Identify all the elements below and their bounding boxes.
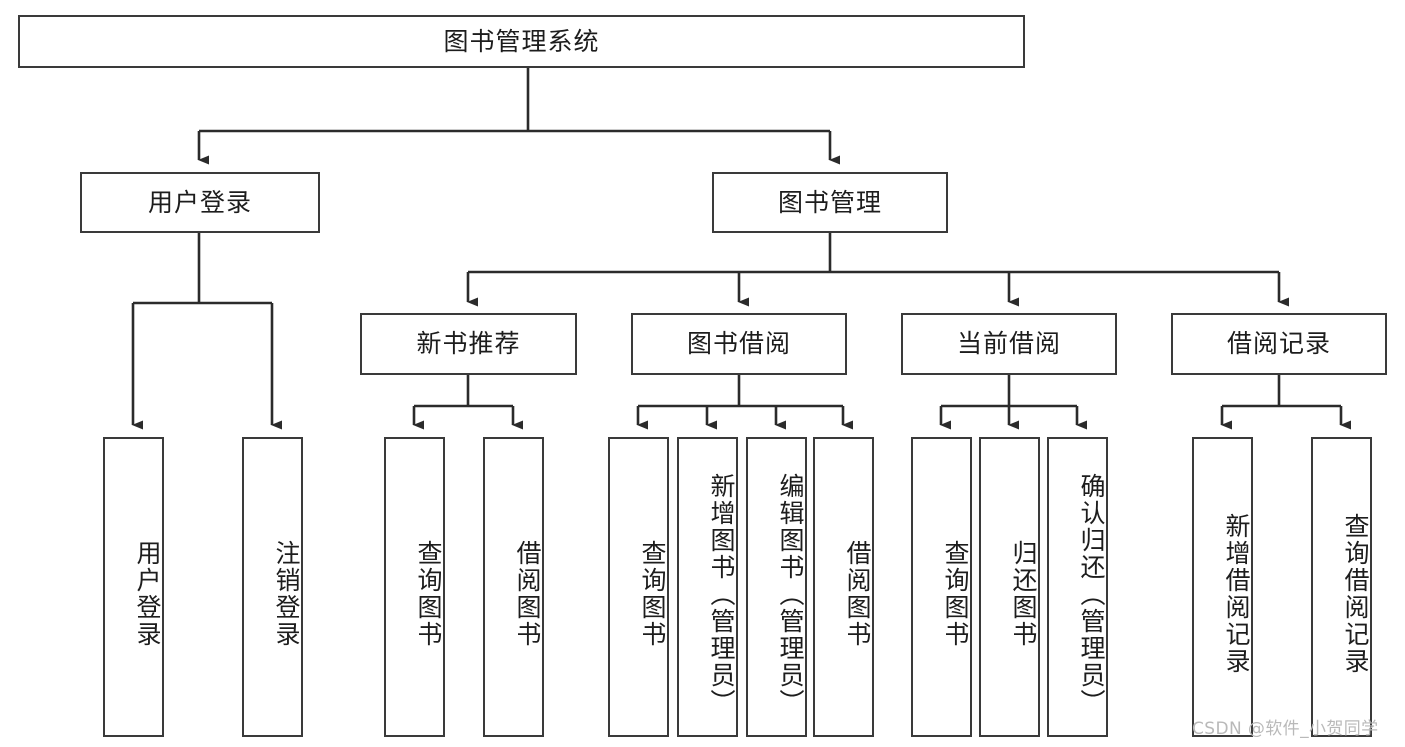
leaf-user-login[interactable]: 用户登录 bbox=[103, 437, 164, 737]
node-label: 用户登录 bbox=[147, 187, 252, 217]
node-label: 借阅图书 bbox=[513, 540, 542, 648]
leaf-return-book[interactable]: 归还图书 bbox=[979, 437, 1040, 737]
node-label: 查询借阅记录 bbox=[1341, 513, 1370, 675]
leaf-add-book-admin[interactable]: 新增图书（管理员） bbox=[677, 437, 738, 737]
node-label: 查询图书 bbox=[414, 540, 443, 648]
leaf-query-book-recommend[interactable]: 查询图书 bbox=[384, 437, 445, 737]
node-label: 查询图书 bbox=[941, 540, 970, 648]
node-book-management[interactable]: 图书管理 bbox=[712, 172, 948, 233]
node-new-book-recommend[interactable]: 新书推荐 bbox=[360, 313, 577, 375]
node-label: 确认归还（管理员） bbox=[1077, 472, 1106, 716]
node-label: 图书管理 bbox=[777, 187, 882, 217]
csdn-watermark: CSDN @软件_小贺同学 bbox=[1192, 719, 1379, 739]
node-label: 编辑图书（管理员） bbox=[776, 472, 805, 716]
node-label: 新增图书（管理员） bbox=[707, 472, 736, 716]
leaf-edit-book-admin[interactable]: 编辑图书（管理员） bbox=[746, 437, 807, 737]
node-label: 新增借阅记录 bbox=[1222, 513, 1251, 675]
leaf-query-borrow-record[interactable]: 查询借阅记录 bbox=[1311, 437, 1372, 737]
node-label: 注销登录 bbox=[272, 540, 301, 648]
node-label: 图书管理系统 bbox=[443, 26, 600, 56]
node-label: 当前借阅 bbox=[956, 329, 1061, 359]
leaf-borrow-book-recommend[interactable]: 借阅图书 bbox=[483, 437, 544, 737]
node-book-borrow[interactable]: 图书借阅 bbox=[631, 313, 847, 375]
node-label: 查询图书 bbox=[638, 540, 667, 648]
node-label: 借阅图书 bbox=[843, 540, 872, 648]
node-borrow-record[interactable]: 借阅记录 bbox=[1171, 313, 1387, 375]
leaf-query-book-borrow[interactable]: 查询图书 bbox=[608, 437, 669, 737]
node-label: 借阅记录 bbox=[1226, 329, 1331, 359]
node-current-borrow[interactable]: 当前借阅 bbox=[901, 313, 1117, 375]
node-label: 用户登录 bbox=[133, 540, 162, 648]
node-label: 图书借阅 bbox=[686, 329, 791, 359]
leaf-query-book-current[interactable]: 查询图书 bbox=[911, 437, 972, 737]
leaf-user-logout[interactable]: 注销登录 bbox=[242, 437, 303, 737]
node-root-book-management-system[interactable]: 图书管理系统 bbox=[18, 15, 1025, 68]
leaf-borrow-book-borrow[interactable]: 借阅图书 bbox=[813, 437, 874, 737]
node-label: 归还图书 bbox=[1009, 540, 1038, 648]
node-label: 新书推荐 bbox=[416, 329, 521, 359]
leaf-add-borrow-record[interactable]: 新增借阅记录 bbox=[1192, 437, 1253, 737]
node-user-login[interactable]: 用户登录 bbox=[80, 172, 320, 233]
leaf-confirm-return-admin[interactable]: 确认归还（管理员） bbox=[1047, 437, 1108, 737]
